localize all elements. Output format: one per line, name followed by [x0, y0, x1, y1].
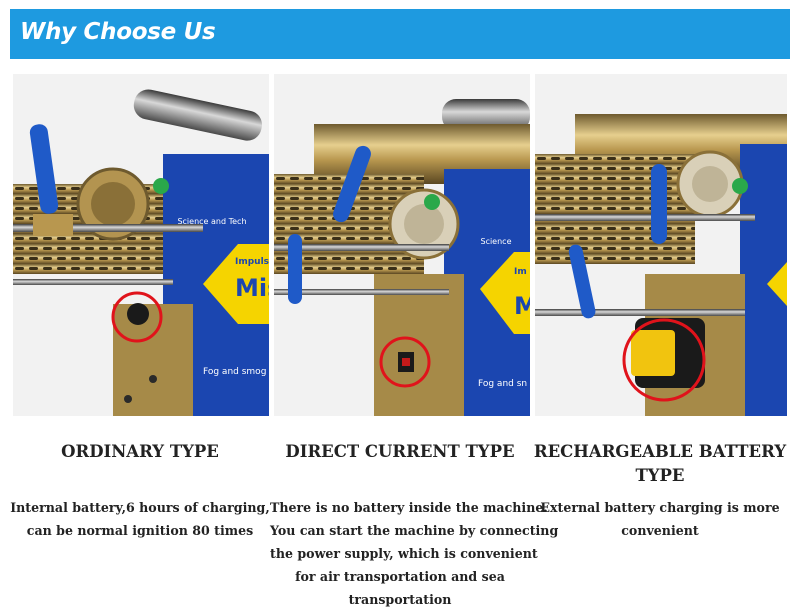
- panel-line-4: Fog and smog du: [203, 367, 269, 377]
- product-rechargeable-battery-type: RECHARGEABLE BATTERY TYPE External batte…: [530, 440, 790, 542]
- panel-line-4: Fog and sn: [478, 379, 527, 389]
- header-bar: Why Choose Us: [10, 9, 790, 59]
- product-title: ORDINARY TYPE: [61, 442, 219, 461]
- highlight-circle: [379, 336, 431, 388]
- product-description: Internal battery,6 hours of charging, ca…: [10, 496, 270, 542]
- product-title: DIRECT CURRENT TYPE: [285, 442, 515, 461]
- rechargeable-battery-type-photo: [535, 74, 787, 416]
- product-direct-current-type: DIRECT CURRENT TYPE There is no battery …: [270, 440, 559, 611]
- panel-line-2: Impulse po: [235, 257, 269, 267]
- product-ordinary-type: ORDINARY TYPE Internal battery,6 hours o…: [10, 440, 270, 542]
- panel-line-1: Science and Tech: [177, 217, 246, 226]
- description-line: Internal battery,6 hours of charging,: [10, 500, 270, 515]
- product-description: External battery charging is more conven…: [530, 496, 790, 542]
- description-line: the power supply, which is convenient: [270, 546, 538, 561]
- description-line: You can start the machine by connecting: [270, 523, 559, 538]
- description-line: There is no battery inside the machine.: [270, 500, 548, 515]
- panel-line-1: Science: [480, 237, 511, 246]
- product-description: There is no battery inside the machine. …: [270, 496, 559, 611]
- direct-current-type-photo: Science Im M Fog and sn: [274, 74, 530, 416]
- description-line: for air transportation and sea: [295, 569, 505, 584]
- panel-line-2: Im: [514, 267, 527, 277]
- section-title: Why Choose Us: [20, 19, 216, 45]
- panel-line-3: M: [514, 292, 530, 320]
- panel-line-3: Mist: [235, 274, 269, 302]
- ordinary-type-photo: Science and Tech Impulse po Mist Fog and…: [13, 74, 269, 416]
- description-line: can be normal ignition 80 times: [26, 523, 254, 538]
- highlight-circle: [622, 318, 706, 402]
- product-title: RECHARGEABLE BATTERY TYPE: [533, 442, 787, 485]
- highlight-circle: [111, 291, 163, 343]
- description-line: External battery charging is more: [540, 500, 780, 515]
- description-line: convenient: [621, 523, 699, 538]
- description-line: transportation: [348, 592, 452, 607]
